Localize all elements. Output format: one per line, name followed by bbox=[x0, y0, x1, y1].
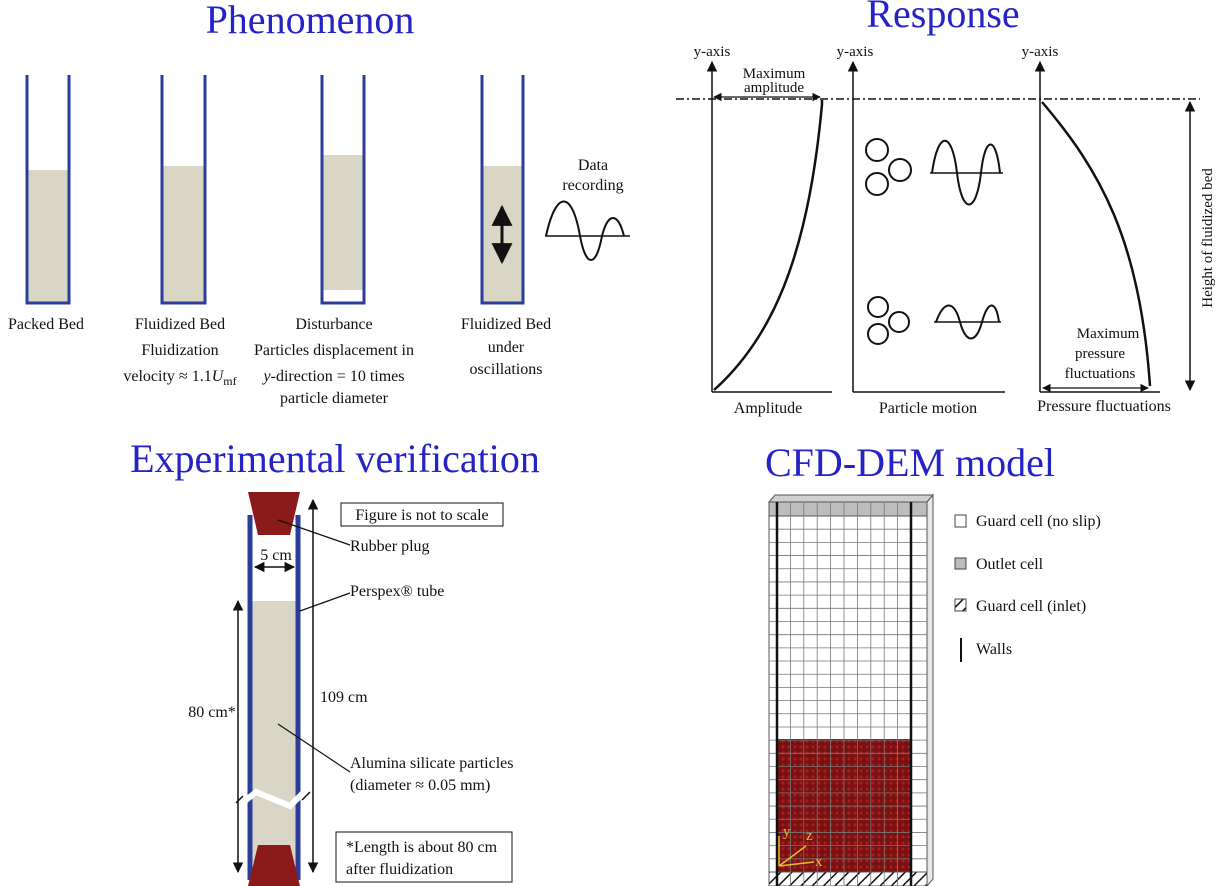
label-particle-motion: Particle motion bbox=[879, 400, 977, 417]
label-height-fluidized-bed: Height of fluidized bed bbox=[1200, 168, 1216, 308]
tube-oscillation bbox=[480, 75, 525, 305]
label-disturbance-line1: Disturbance bbox=[295, 316, 372, 333]
label-yaxis-1: y-axis bbox=[694, 44, 731, 60]
legend-swatch-guard-noslip bbox=[954, 514, 967, 528]
rubber-plug-top bbox=[248, 492, 300, 535]
label-diameter: 5 cm bbox=[260, 547, 292, 564]
panel-pressure-fluctuations bbox=[1034, 60, 1160, 393]
panel-amplitude bbox=[706, 60, 832, 393]
label-max-pressure-line1: Maximum bbox=[1077, 326, 1140, 342]
legend-guard-inlet: Guard cell (inlet) bbox=[976, 598, 1086, 615]
axis-label-x: x bbox=[815, 854, 823, 870]
label-rubber-plug: Rubber plug bbox=[350, 538, 430, 555]
label-max-pressure-line2: pressure bbox=[1075, 346, 1125, 362]
label-pressure-fluctuations: Pressure fluctuations bbox=[1037, 398, 1171, 415]
label-length109: 109 cm bbox=[320, 689, 368, 706]
experimental-tube bbox=[235, 492, 311, 886]
label-data-line2: recording bbox=[562, 177, 623, 194]
legend-guard-noslip: Guard cell (no slip) bbox=[976, 513, 1101, 530]
label-packed-bed: Packed Bed bbox=[8, 316, 84, 333]
label-oscillation-line2: under bbox=[488, 339, 525, 356]
legend-swatch-outlet bbox=[954, 557, 967, 570]
label-disturbance-line4: particle diameter bbox=[280, 390, 389, 407]
legend-outlet: Outlet cell bbox=[976, 556, 1044, 573]
label-oscillation-line1: Fluidized Bed bbox=[461, 316, 551, 333]
cfd-mesh: y z x bbox=[767, 493, 935, 886]
legend-walls: Walls bbox=[976, 641, 1012, 658]
label-particles-line1: Alumina silicate particles bbox=[350, 755, 514, 772]
label-yaxis-2: y-axis bbox=[837, 44, 874, 60]
label-fluidized-line1: Fluidized Bed bbox=[135, 316, 225, 333]
label-fluidized-line2: Fluidization bbox=[141, 342, 218, 359]
label-not-to-scale: Figure is not to scale bbox=[355, 507, 488, 524]
data-waveform bbox=[545, 200, 630, 261]
label-max-amplitude-line2: amplitude bbox=[744, 80, 804, 96]
axis-label-z: z bbox=[806, 828, 813, 844]
wave-bottom bbox=[934, 304, 1001, 340]
particle-cluster-bottom bbox=[867, 296, 910, 345]
label-length80: 80 cm* bbox=[188, 704, 236, 721]
label-max-pressure-line3: fluctuations bbox=[1065, 366, 1136, 382]
label-particles-line2: (diameter ≈ 0.05 mm) bbox=[350, 777, 490, 794]
title-cfd: CFD-DEM model bbox=[765, 440, 1055, 485]
title-phenomenon: Phenomenon bbox=[206, 0, 415, 42]
label-oscillation-line3: oscillations bbox=[470, 361, 543, 378]
label-note-line2: after fluidization bbox=[346, 861, 453, 878]
rubber-plug-bottom bbox=[248, 845, 300, 886]
tube-break bbox=[238, 787, 309, 810]
tube-packed-bed bbox=[25, 75, 71, 305]
panel-particle-motion bbox=[847, 60, 1005, 393]
label-perspex: Perspex® tube bbox=[350, 583, 444, 600]
label-data-line1: Data bbox=[578, 157, 608, 174]
wave-top bbox=[930, 140, 1003, 206]
label-max-amplitude-line1: Maximum bbox=[743, 66, 806, 82]
label-note-line1: *Length is about 80 cm bbox=[346, 839, 498, 856]
label-disturbance-line2: Particles displacement in bbox=[254, 342, 414, 359]
not-to-scale-box bbox=[340, 502, 504, 527]
note-box bbox=[335, 831, 513, 883]
tube-disturbance bbox=[320, 75, 366, 305]
title-experimental: Experimental verification bbox=[130, 436, 540, 481]
title-response: Response bbox=[866, 0, 1019, 36]
legend-swatch-guard-inlet bbox=[954, 598, 967, 612]
label-fluidized-line3: velocity ≈ 1.1Umf bbox=[123, 368, 236, 388]
tube-fluidized-bed bbox=[160, 75, 207, 305]
label-disturbance-line3: y-direction = 10 times bbox=[262, 368, 405, 385]
particle-cluster-top bbox=[865, 138, 912, 196]
label-yaxis-3: y-axis bbox=[1022, 44, 1059, 60]
axis-label-y: y bbox=[783, 824, 791, 840]
cfd-legend: Guard cell (no slip) Outlet cell Guard c… bbox=[954, 513, 1101, 662]
label-amplitude: Amplitude bbox=[734, 400, 802, 417]
